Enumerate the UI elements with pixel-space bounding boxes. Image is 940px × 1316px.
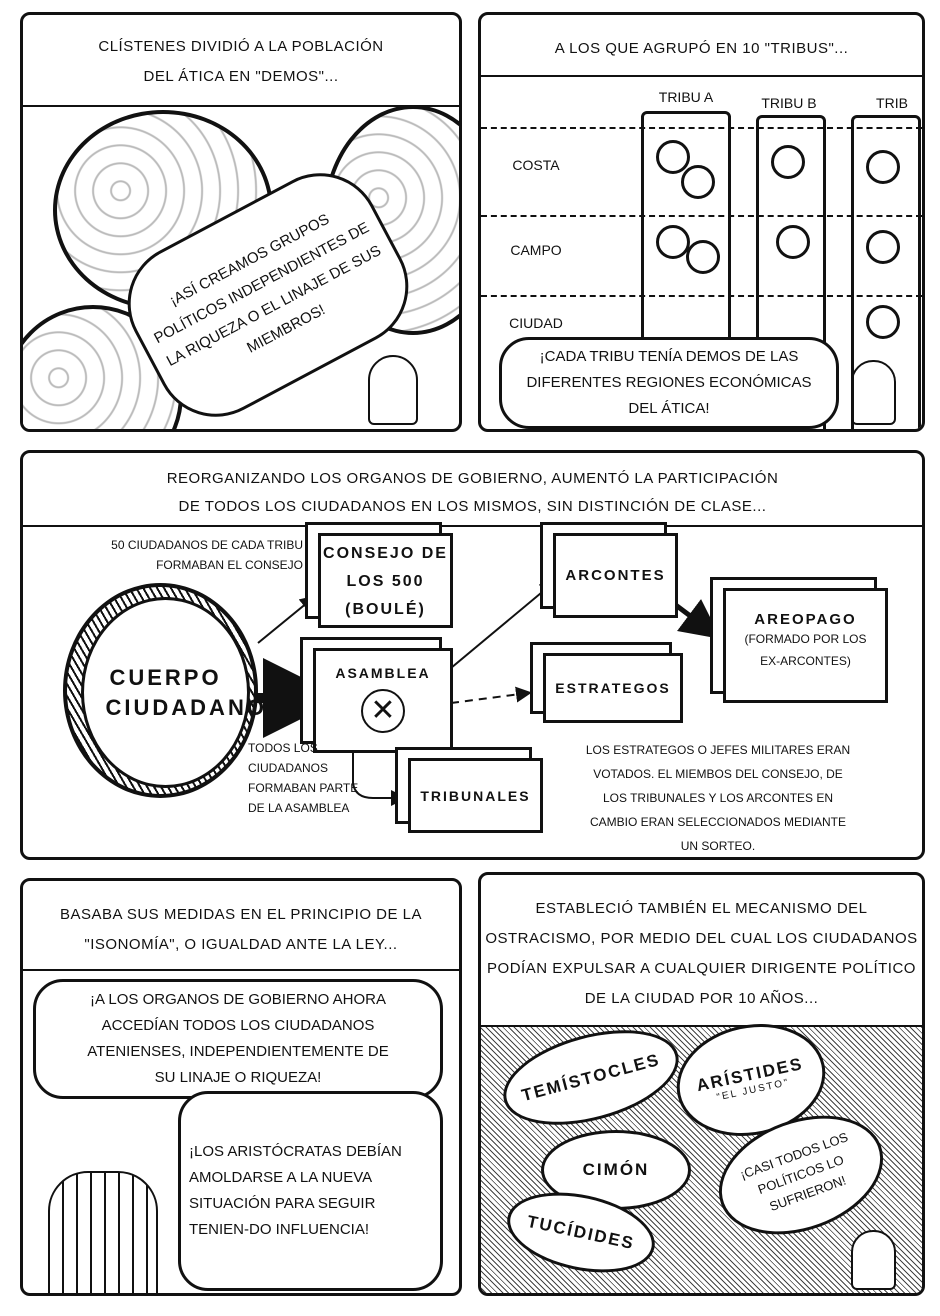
- deme-icon: [776, 225, 810, 259]
- box-asamblea: Asamblea ✕: [313, 648, 453, 753]
- caption-line-1: Clístenes dividió a la población: [98, 38, 384, 55]
- deme-icon: [866, 305, 900, 339]
- speech-bubble: ¡A los organos de gobierno ahora accedía…: [33, 979, 443, 1099]
- caption-line-2: ostracismo, por medio del cual los ciuda…: [485, 930, 918, 947]
- panel-isonomia: Basaba sus medidas en el principio de la…: [20, 878, 462, 1296]
- row-divider: [481, 295, 922, 297]
- deme-icon: [866, 230, 900, 264]
- panel-organos: Reorganizando los organos de gobierno, a…: [20, 450, 925, 860]
- speech-bubble: ¡Los aristócratas debían amoldarse a la …: [178, 1091, 443, 1291]
- row-ciudad: Ciudad: [509, 315, 563, 331]
- row-costa: Costa: [512, 157, 560, 173]
- column-tribu-c: Trib: [876, 95, 908, 111]
- row-divider: [481, 127, 922, 129]
- aristocrat-figure: [48, 1171, 158, 1293]
- caption-divider: [23, 969, 459, 971]
- panel-demos: Clístenes dividió a la población del Áti…: [20, 12, 462, 432]
- deme-icon: [656, 225, 690, 259]
- caption-line-4: de la ciudad por 10 años...: [584, 990, 819, 1007]
- caption-divider: [23, 525, 922, 527]
- row-divider: [481, 215, 922, 217]
- box-consejo: Consejo de los 500 (Boulé): [318, 533, 453, 628]
- panel-ostracismo: Estableció también el mecanismo del ostr…: [478, 872, 925, 1296]
- note-todos: Todos los ciudadanos formaban parte de l…: [248, 741, 359, 815]
- column-tribu-a: Tribu A: [658, 89, 714, 105]
- caption-line-2: del Ática en "demos"...: [143, 68, 339, 85]
- caption-divider: [23, 105, 459, 107]
- tribe-column: [851, 115, 921, 429]
- note-estrategos: Los estrategos o jefes militares eran vo…: [585, 743, 851, 853]
- caption-divider: [481, 75, 922, 77]
- deme-icon: [681, 165, 715, 199]
- deme-icon: [866, 150, 900, 184]
- areopago-note: (Formado por los ex-arcontes): [744, 632, 867, 668]
- deme-icon: [771, 145, 805, 179]
- panel-tribus: A los que agrupó en 10 "tribus"... Tribu…: [478, 12, 925, 432]
- tribe-column: [756, 115, 826, 429]
- box-tribunales: Tribunales: [408, 758, 543, 833]
- areopago-label: Areopago: [754, 611, 857, 628]
- caption: A los que agrupó en 10 "tribus"...: [554, 40, 849, 57]
- caption-line-2: "isonomía", o igualdad ante la ley...: [84, 936, 398, 953]
- deme-icon: [686, 240, 720, 274]
- box-estrategos: Estrategos: [543, 653, 683, 723]
- vote-x-icon: ✕: [361, 689, 405, 733]
- caption-line-1: Reorganizando los organos de gobierno, a…: [166, 470, 779, 487]
- column-tribu-b: Tribu B: [761, 95, 817, 111]
- row-campo: Campo: [510, 242, 562, 258]
- caption-line-1: Estableció también el mecanismo del: [535, 900, 868, 917]
- deme-icon: [656, 140, 690, 174]
- caption-line-2: de todos los ciudadanos en los mismos, s…: [178, 498, 767, 515]
- caption-line-1: Basaba sus medidas en el principio de la: [59, 906, 423, 923]
- citizen-figure: [851, 1230, 896, 1290]
- note-consejo: 50 ciudadanos de cada tribu formaban el …: [111, 538, 303, 572]
- box-areopago: Areopago (Formado por los ex-arcontes): [723, 588, 888, 703]
- cuerpo-ciudadano-circle: Cuerpo ciudadano: [63, 583, 267, 798]
- caption-line-3: podían expulsar a cualquier dirigente po…: [487, 960, 916, 977]
- cleisthenes-figure: [368, 355, 418, 425]
- speech-bubble: ¡Cada tribu tenía demos de las diferente…: [499, 337, 839, 429]
- cuerpo-ciudadano-label: Cuerpo ciudadano: [105, 664, 267, 720]
- asamblea-label: Asamblea: [335, 665, 431, 681]
- cleisthenes-figure: [851, 360, 896, 425]
- caption-divider: [481, 1025, 922, 1027]
- box-arcontes: Arcontes: [553, 533, 678, 618]
